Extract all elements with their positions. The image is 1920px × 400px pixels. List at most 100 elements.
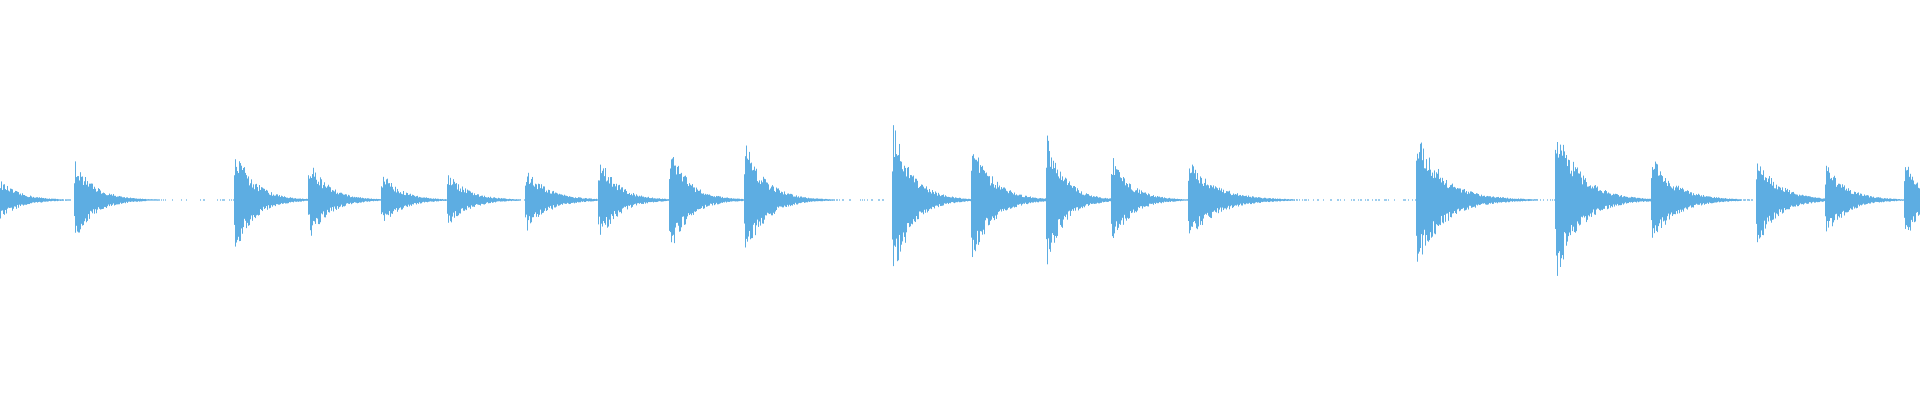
waveform-bar: [1693, 193, 1694, 208]
waveform-bar: [137, 198, 138, 202]
waveform-bar: [469, 190, 470, 208]
waveform-bar: [616, 183, 617, 217]
waveform-bar: [1639, 197, 1640, 202]
waveform-bar: [33, 196, 34, 203]
waveform-bar: [1236, 194, 1237, 206]
waveform-bar: [67, 199, 68, 201]
waveform-bar: [77, 176, 78, 232]
waveform-bar: [646, 197, 647, 203]
waveform-bar: [1905, 167, 1906, 229]
waveform-bar: [1152, 195, 1153, 204]
waveform-bar: [684, 176, 685, 225]
waveform-bar: [937, 195, 938, 206]
waveform-bar: [711, 195, 712, 204]
waveform-bar: [667, 199, 668, 201]
waveform-bar: [481, 195, 482, 204]
waveform-bar: [1147, 195, 1148, 207]
waveform-bar: [1892, 199, 1893, 202]
waveform-bar: [138, 198, 139, 202]
waveform-bar: [1092, 197, 1093, 204]
waveform-bar: [509, 198, 510, 201]
waveform-bar: [1452, 183, 1453, 214]
waveform-bar: [1102, 198, 1103, 202]
waveform-bar: [15, 190, 16, 207]
waveform-bar: [1824, 198, 1825, 202]
waveform-bar: [1105, 197, 1106, 202]
waveform-bar: [739, 198, 740, 202]
waveform-bar: [422, 197, 423, 203]
waveform-bar: [1284, 198, 1285, 202]
waveform-bar: [1840, 184, 1841, 214]
waveform-bar: [1486, 196, 1487, 205]
waveform-bar: [1823, 198, 1824, 202]
waveform-bar: [1160, 197, 1161, 203]
waveform-bar: [665, 198, 666, 202]
waveform-bar: [1828, 167, 1829, 228]
waveform-bar: [833, 199, 834, 201]
waveform-bar: [157, 199, 158, 201]
waveform-bar: [1895, 198, 1896, 201]
waveform-bar: [1846, 188, 1847, 213]
waveform-bar: [1144, 192, 1145, 207]
waveform-bar: [1017, 195, 1018, 205]
waveform-bar: [1170, 198, 1171, 202]
waveform-bar: [1612, 194, 1613, 208]
waveform-bar: [560, 194, 561, 205]
waveform-bar: [11, 188, 12, 208]
waveform-bar: [1669, 183, 1670, 220]
waveform-bar: [8, 190, 9, 208]
waveform-bar: [1136, 190, 1137, 213]
waveform-bar: [487, 197, 488, 203]
waveform-bar: [1443, 181, 1444, 224]
waveform-bar: [496, 198, 497, 202]
waveform-bar: [1124, 178, 1125, 215]
waveform-bar: [1865, 195, 1866, 205]
waveform-bar: [562, 194, 563, 205]
waveform-bar: [1099, 197, 1100, 204]
waveform-bar: [1222, 192, 1223, 208]
waveform-bar: [408, 194, 409, 205]
waveform-bar: [695, 192, 696, 212]
waveform-bar: [748, 159, 749, 237]
waveform-bar: [375, 199, 376, 202]
waveform-bar: [1503, 197, 1504, 202]
waveform-bar: [1712, 197, 1713, 204]
waveform-bar: [1653, 169, 1654, 229]
waveform-bar: [332, 190, 333, 208]
waveform-bar: [704, 194, 705, 209]
waveform-bar: [872, 199, 873, 201]
waveform-bar: [1596, 187, 1597, 210]
waveform-bar: [172, 199, 173, 201]
waveform-bar: [1191, 172, 1192, 227]
waveform-bar: [1018, 195, 1019, 205]
waveform-bar: [1146, 193, 1147, 206]
waveform-bar: [1084, 195, 1085, 208]
waveform-bar: [1735, 198, 1736, 202]
waveform-bar: [204, 199, 205, 201]
waveform-bar: [1231, 195, 1232, 206]
waveform-bar: [302, 198, 303, 201]
waveform-bar: [1806, 195, 1807, 204]
waveform-bar: [247, 178, 248, 223]
waveform-bar: [1156, 197, 1157, 203]
waveform-bar: [565, 195, 566, 204]
waveform-bar: [1871, 196, 1872, 203]
waveform-bar: [1067, 185, 1068, 220]
waveform-bar: [1709, 196, 1710, 203]
waveform-bar: [540, 188, 541, 210]
waveform-bar: [1611, 195, 1612, 207]
waveform-bar: [1189, 168, 1190, 234]
waveform-bar: [1297, 199, 1298, 201]
waveform-bar: [1687, 190, 1688, 210]
waveform-bar: [1818, 197, 1819, 203]
waveform-bar: [354, 196, 355, 203]
waveform-bar: [1426, 159, 1427, 236]
waveform-bar: [123, 197, 124, 204]
waveform-bar: [1830, 178, 1831, 219]
waveform-bar: [1482, 196, 1483, 204]
waveform-bar: [1183, 199, 1184, 201]
waveform-bar: [925, 188, 926, 213]
waveform-bar: [1670, 186, 1671, 215]
waveform-bar: [1583, 175, 1584, 216]
waveform-bar: [1133, 191, 1134, 210]
